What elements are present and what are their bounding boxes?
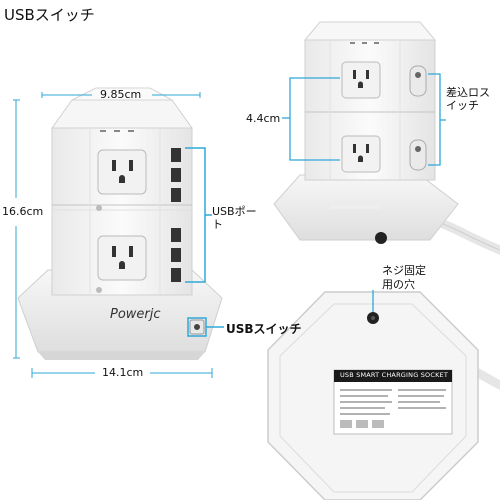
outlet-switch-callout [428, 73, 446, 166]
screw-hole-label-line1: ネジ固定 [382, 264, 426, 277]
page-title: USBスイッチ [4, 6, 95, 24]
dimension-width-top-label: 9.85cm [100, 88, 142, 101]
dimension-width-base-label: 14.1cm [102, 366, 144, 379]
outlet-switch-label: 差込ロス イッチ [446, 86, 490, 112]
dimension-height-label: 16.6cm [2, 205, 44, 218]
dimension-height [13, 99, 20, 359]
main-tower [17, 87, 223, 360]
dimension-width-base [31, 368, 213, 378]
screw-hole-label-line2: 用の穴 [382, 278, 415, 291]
side-tower [273, 21, 500, 255]
underside-label-title: USB SMART CHARGING SOCKET [339, 371, 449, 379]
module-height-label: 4.4cm [246, 112, 281, 125]
usb-switch-callout [187, 317, 224, 337]
outlet-switch-label-line2: イッチ [446, 99, 479, 112]
usb-switch-label: USBスイッチ [226, 322, 302, 336]
outlet-switch-label-line1: 差込ロス [446, 86, 490, 99]
underside-view [267, 291, 500, 500]
brand-logo: Powerjc [110, 307, 161, 322]
usb-port-label: USBポート [212, 205, 257, 231]
module-height-callout [282, 77, 340, 161]
screw-hole-label: ネジ固定 用の穴 [382, 264, 426, 292]
usb-port-callout [185, 147, 212, 283]
dimension-width-top [41, 92, 201, 98]
